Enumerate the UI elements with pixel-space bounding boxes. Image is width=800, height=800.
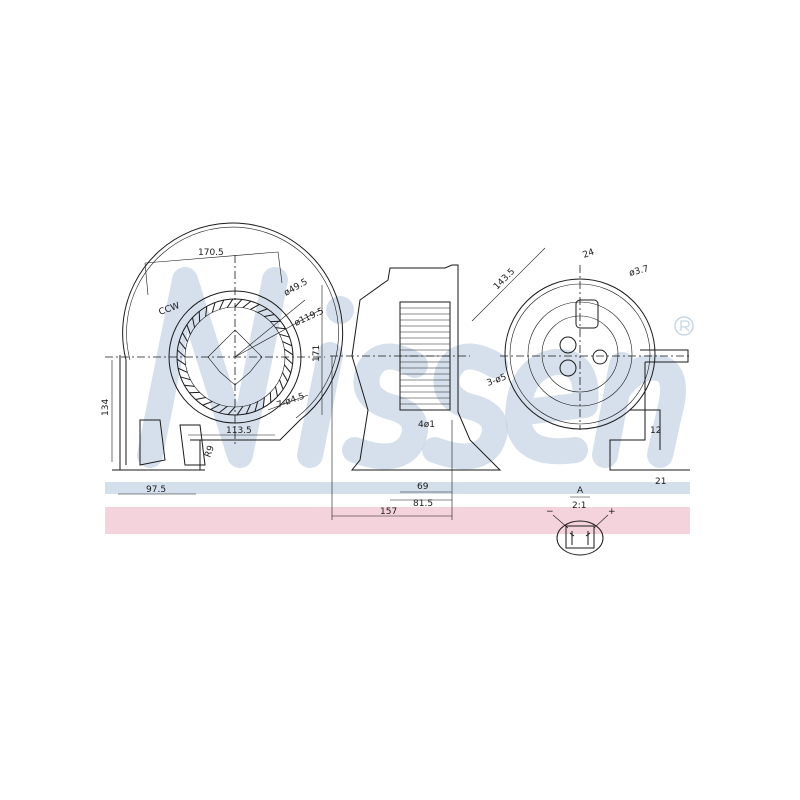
terminal-negative-label: −: [546, 507, 554, 517]
fan-blade: [283, 364, 292, 374]
dim-height: 171: [312, 345, 322, 362]
fan-blade: [195, 396, 206, 400]
fan-blade: [210, 404, 220, 411]
fan-blade: [177, 349, 186, 358]
fan-blade: [202, 401, 213, 406]
dim-dia-119: ø119.5: [293, 306, 326, 328]
fan-blade: [181, 332, 188, 342]
dim-left-height: 134: [101, 399, 111, 416]
dim-width: 170.5: [198, 248, 224, 258]
dim-foot: 21: [655, 477, 666, 487]
terminal-positive-label: +: [608, 507, 616, 517]
fan-blade: [218, 405, 228, 414]
fan-blade: [274, 386, 278, 397]
fan-blade: [242, 300, 252, 309]
fan-blade: [176, 358, 186, 366]
dim-overall: 157: [380, 507, 397, 517]
fan-blade: [236, 406, 244, 416]
fan-blade: [219, 299, 225, 310]
fan-blade: [205, 306, 208, 317]
fan-blade: [227, 406, 236, 415]
dim-69: 69: [417, 482, 429, 492]
detail-scale: 2:1: [572, 501, 586, 511]
fan-blade: [284, 348, 294, 356]
fan-blade: [180, 376, 191, 381]
fan-blade: [282, 341, 293, 347]
dim-hole-dia: ø3.7: [628, 264, 650, 279]
dim-radius: R9: [203, 444, 217, 459]
dim-holes: 7-ø4.5: [276, 392, 306, 411]
dim-shaft: 4ø1: [418, 420, 435, 430]
dim-81: 81.5: [413, 499, 433, 509]
connector-detail: A 2:1 − +: [546, 486, 616, 556]
dim-offset: 113.5: [226, 426, 252, 436]
fan-blade: [186, 324, 191, 335]
watermark-band-blue: [105, 482, 690, 494]
fan-blade: [226, 298, 234, 308]
watermark-band-pink: [105, 507, 690, 534]
fan-blade: [245, 404, 251, 415]
fan-blade: [279, 379, 284, 390]
fan-blade: [279, 333, 290, 338]
fan-blade: [284, 356, 293, 365]
fan-blade: [275, 327, 286, 330]
side-view: 157 81.5 69 4ø1: [330, 264, 502, 520]
fan-blade: [234, 299, 243, 308]
fan-blade: [262, 397, 265, 408]
dim-tab: 24: [582, 247, 596, 260]
fan-blade: [211, 302, 216, 313]
dim-base-width: 97.5: [146, 485, 166, 495]
fan-blade: [254, 401, 259, 412]
detail-label: A: [577, 486, 584, 496]
fan-blade: [178, 340, 187, 350]
fan-blade: [264, 314, 275, 318]
fan-blade: [250, 303, 260, 310]
fan-blade: [192, 317, 196, 328]
fan-blade: [257, 308, 268, 313]
fan-blade: [282, 372, 289, 382]
dim-bracket: 12: [650, 426, 661, 436]
fan-blade: [177, 367, 188, 373]
fan-blade: [184, 384, 195, 387]
